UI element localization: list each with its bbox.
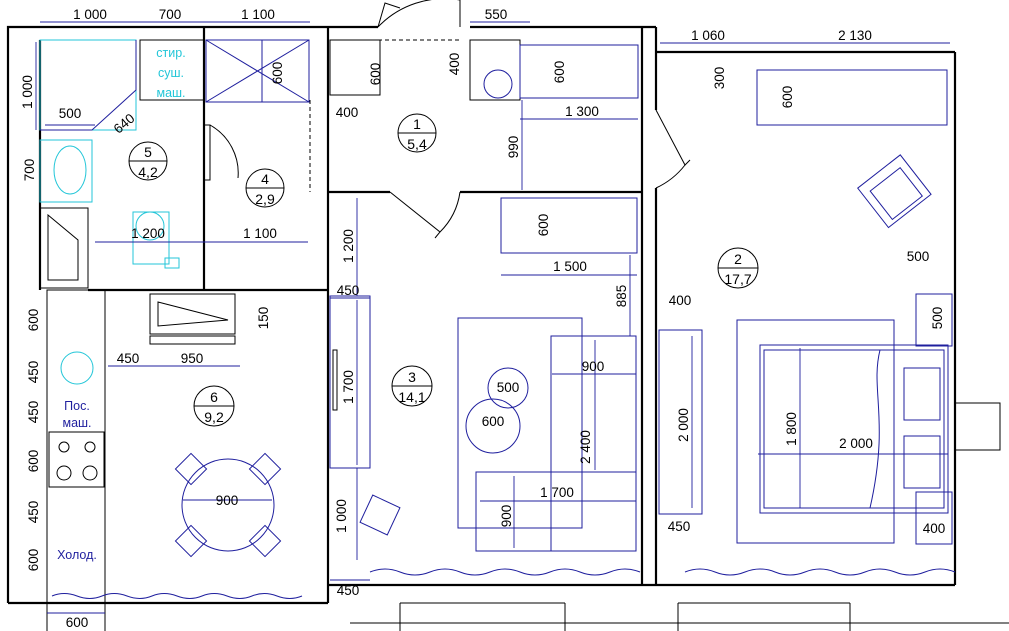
room-1-number: 1: [413, 116, 421, 132]
room-markers: 1 5,4 2 17,7 3 14,1 4 2,9 5 4,2: [128, 113, 759, 427]
dim-corr-1100: 1 100: [243, 226, 277, 241]
dim-liv-1700a: 1 700: [341, 370, 356, 404]
room-6-number: 6: [210, 389, 218, 405]
dim-bed-1800: 1 800: [784, 412, 799, 446]
dim-kit-450b: 450: [26, 361, 41, 384]
room-3-area: 14,1: [398, 389, 425, 405]
dim-kit-450c: 450: [26, 401, 41, 424]
washer-dryer-label-2: суш.: [158, 66, 184, 80]
dim-bed-450: 450: [668, 519, 691, 534]
room-6-area: 9,2: [204, 409, 224, 425]
dim-liv-900a: 900: [582, 359, 605, 374]
room-3-number: 3: [408, 369, 416, 385]
dim-kit-900: 900: [216, 493, 239, 508]
room-5-number: 5: [144, 144, 152, 160]
dim-liv-wardrobe-600: 600: [536, 214, 551, 237]
dim-kit-450a: 450: [117, 351, 140, 366]
dim-bed-400b: 400: [923, 521, 946, 536]
dim-kit-950: 950: [181, 351, 204, 366]
dim-bath-500: 500: [59, 106, 82, 121]
room-marker-6: 6 9,2: [193, 385, 235, 427]
dim-liv-1700b: 1 700: [540, 485, 574, 500]
walls: [6, 25, 1009, 631]
dim-top-700: 700: [159, 7, 182, 22]
dim-top-2130: 2 130: [838, 28, 872, 43]
dim-bath-640: 640: [111, 111, 138, 137]
dim-hall-600: 600: [368, 63, 383, 86]
dimension-lines: [35, 21, 950, 614]
dim-bed-300: 300: [712, 67, 727, 90]
dim-liv-1500: 1 500: [553, 259, 587, 274]
room-marker-4: 4 2,9: [245, 168, 285, 208]
washer-dryer-label-3: маш.: [156, 86, 185, 100]
room-4-number: 4: [261, 171, 269, 187]
appliance-labels: стир. суш. маш. Пос. маш. Холод.: [57, 46, 186, 562]
dishwasher-label-1: Пос.: [64, 399, 90, 413]
dim-kit-450d: 450: [26, 501, 41, 524]
dim-bed-500b: 500: [930, 307, 945, 330]
room-2-number: 2: [734, 251, 742, 267]
dim-left-1000: 1 000: [20, 75, 35, 109]
dim-hall-990: 990: [506, 136, 521, 159]
dim-liv-450b: 450: [337, 583, 360, 598]
dim-bed-500a: 500: [907, 249, 930, 264]
dim-hall-400a: 400: [447, 53, 462, 76]
dim-top-1100: 1 100: [241, 7, 275, 22]
dim-top-1000: 1 000: [73, 7, 107, 22]
dim-liv-500: 500: [497, 380, 520, 395]
room-marker-5: 5 4,2: [128, 141, 168, 181]
dim-bottom-600: 600: [66, 615, 89, 630]
dim-kit-600a: 600: [26, 309, 41, 332]
dim-bed-wardrobe-600: 600: [780, 86, 795, 109]
dim-bath-600: 600: [270, 62, 285, 85]
dim-kit-150: 150: [256, 307, 271, 330]
furniture: [39, 39, 956, 604]
room-marker-3: 3 14,1: [391, 365, 433, 407]
dim-liv-1200: 1 200: [341, 229, 356, 263]
dim-liv-885: 885: [614, 285, 629, 308]
dim-bed-2000v: 2 000: [676, 408, 691, 442]
dim-kit-600c: 600: [26, 549, 41, 572]
dim-liv-900b: 900: [499, 505, 514, 528]
dim-bed-400a: 400: [669, 293, 692, 308]
dim-bed-2000h: 2 000: [839, 436, 873, 451]
room-5-area: 4,2: [138, 164, 158, 180]
dim-liv-600: 600: [482, 414, 505, 429]
doors: [203, 0, 691, 290]
dim-hall-wardrobe-600: 600: [552, 61, 567, 84]
room-1-area: 5,4: [407, 136, 427, 152]
dim-hall-1300: 1 300: [565, 104, 599, 119]
dishwasher-label-2: маш.: [62, 416, 91, 430]
dim-kit-600b: 600: [26, 450, 41, 473]
dim-liv-450a: 450: [337, 283, 360, 298]
dim-hall-400b: 400: [336, 105, 359, 120]
washer-dryer-label-1: стир.: [156, 46, 185, 60]
room-4-area: 2,9: [255, 191, 275, 207]
dim-bath-700: 700: [22, 159, 37, 182]
dim-liv-2400: 2 400: [578, 430, 593, 464]
room-marker-2: 2 17,7: [717, 247, 759, 289]
room-marker-1: 1 5,4: [397, 113, 437, 153]
fridge-label: Холод.: [57, 548, 97, 562]
dim-liv-1000: 1 000: [334, 499, 349, 533]
dim-top-1060: 1 060: [691, 28, 725, 43]
room-2-area: 17,7: [724, 271, 751, 287]
dim-bath-1200: 1 200: [131, 226, 165, 241]
dim-top-550: 550: [485, 7, 508, 22]
